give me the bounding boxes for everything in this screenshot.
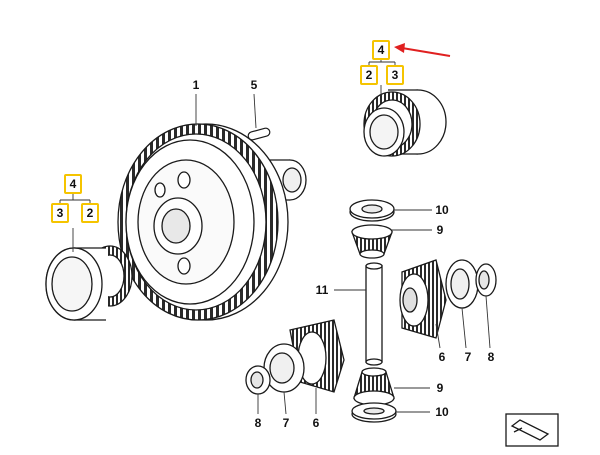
pinion-top	[351, 224, 393, 259]
callout-9-bottom: 9	[436, 381, 444, 395]
callout-4-highlight: 4	[372, 40, 390, 60]
callout-7-left: 7	[282, 416, 290, 430]
callout-8-left: 8	[254, 416, 262, 430]
callout-4-highlight-left: 4	[64, 174, 82, 194]
ring-left	[245, 365, 271, 395]
pinion-bottom	[353, 367, 395, 406]
washer-bottom	[351, 402, 397, 423]
pin	[247, 127, 271, 141]
washer-left	[263, 343, 305, 393]
bearing-right	[363, 89, 447, 157]
callout-2-highlight: 2	[360, 65, 378, 85]
callout-3-highlight: 3	[386, 65, 404, 85]
callout-5: 5	[250, 78, 258, 92]
callout-7-right: 7	[464, 350, 472, 364]
callout-6-left: 6	[312, 416, 320, 430]
washer-right	[445, 259, 479, 309]
callout-10-bottom: 10	[435, 405, 449, 419]
side-gear-right	[399, 259, 447, 339]
ring-gear-carrier	[117, 123, 307, 321]
ring-right	[475, 263, 497, 297]
callout-11: 11	[315, 283, 329, 297]
bearing-left	[45, 245, 133, 321]
leader-lines	[59, 58, 491, 415]
callout-3-highlight-left: 3	[51, 203, 69, 223]
red-pointer-arrow	[394, 43, 451, 57]
callout-6-right: 6	[438, 350, 446, 364]
callout-10-top: 10	[435, 203, 449, 217]
callout-8-right: 8	[487, 350, 495, 364]
exploded-view-icon	[505, 413, 559, 447]
callout-2-highlight-left: 2	[81, 203, 99, 223]
callout-9-top: 9	[436, 223, 444, 237]
washer-top	[349, 199, 395, 222]
callout-1: 1	[192, 78, 200, 92]
cross-shaft	[365, 262, 383, 366]
